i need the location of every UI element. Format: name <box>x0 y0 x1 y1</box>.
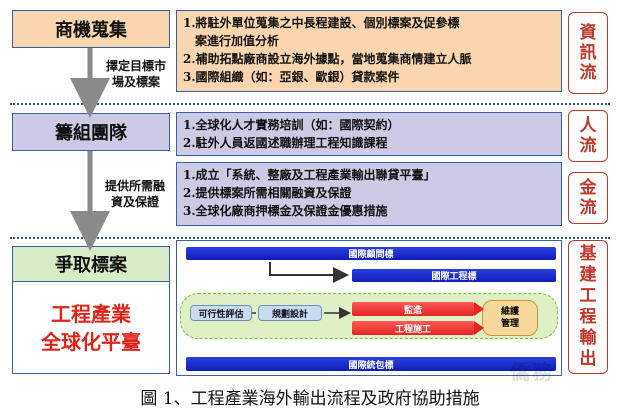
bar-supervision: 監造 <box>352 302 474 316</box>
flow-box-infra-export: 基 建 工 程 輸 出 <box>568 240 608 374</box>
desc-box-money: 1.成立「系統、整廠及工程產業輸出聯貸平臺」 2.提供標案所需相關融資及保證 3… <box>176 162 562 226</box>
bar-international-engineering: 國際工程標 <box>352 269 556 282</box>
stage-label: 籌組團隊 <box>55 123 127 144</box>
bar-international-turnkey: 國際統包標 <box>186 357 556 371</box>
stage-label: 爭取標案 <box>55 255 127 276</box>
step-maintenance: 維護 管理 <box>482 300 538 336</box>
desc-line: 3.國際組織（如：亞銀、歐銀）貸款案件 <box>183 70 400 84</box>
flow-box-info: 資 訊 流 <box>568 12 608 94</box>
stage-label: 商機蒐集 <box>55 20 127 41</box>
desc-box-people: 1.全球化人才實務培訓（如：國際契約） 2.駐外人員返國述職辦理工程知識課程 <box>176 112 562 156</box>
stage-box-win-bid: 爭取標案 <box>12 246 170 282</box>
desc-line: 1.成立「系統、整廠及工程產業輸出聯貸平臺」 <box>183 168 436 182</box>
bar-construction: 工程施工 <box>352 321 474 335</box>
desc-line: 2.駐外人員返國述職辦理工程知識課程 <box>183 136 388 150</box>
desc-line: 2.補助拓點廠商設立海外據點，當地蒐集商情建立人脈 <box>183 52 472 66</box>
stage-box-business-opportunity: 商機蒐集 <box>12 10 170 48</box>
step-planning: 規劃設計 <box>258 305 322 321</box>
figure-caption: 圖 1、工程產業海外輸出流程及政府協助措施 <box>140 389 480 409</box>
divider-dotted <box>10 103 610 105</box>
step-feasibility: 可行性評估 <box>190 305 252 321</box>
watermark: 僑務 <box>510 360 554 384</box>
desc-box-info: 1.將駐外單位蒐集之中長程建設、個別標案及促參標 案進行加值分析 2.補助拓點廠… <box>176 10 562 92</box>
desc-line: 1.全球化人才實務培訓（如：國際契約） <box>183 118 400 132</box>
desc-line: 1.將駐外單位蒐集之中長程建設、個別標案及促參標 <box>183 16 460 30</box>
arrow-label-financing: 提供所需融 資及保證 <box>104 179 165 209</box>
divider-dotted <box>10 237 610 239</box>
desc-line: 2.提供標案所需相關融資及保證 <box>183 186 352 200</box>
desc-line: 3.全球化廠商押標金及保證金優惠措施 <box>183 204 388 218</box>
flow-box-money: 金 流 <box>568 172 608 224</box>
bar-international-consultant: 國際顧問標 <box>186 247 556 260</box>
global-platform-box: 工程產業 全球化平臺 <box>12 282 170 374</box>
flow-box-people: 人 流 <box>568 110 608 162</box>
arrow-label-target-market: 擇定目標市 場及標案 <box>105 59 166 89</box>
desc-line: 案進行加值分析 <box>183 34 280 48</box>
stage-box-team: 籌組團隊 <box>12 113 170 151</box>
